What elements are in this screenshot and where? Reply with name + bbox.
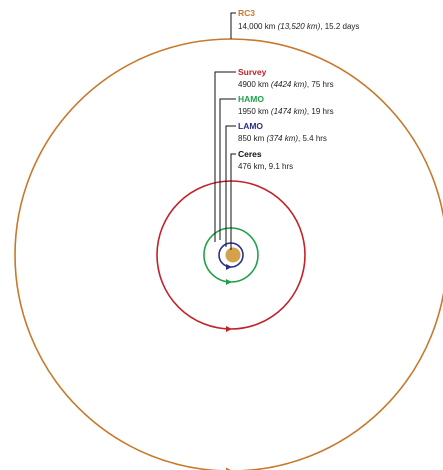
rc3-detail-label: 14,000 km (13,520 km), 15.2 days <box>238 22 359 31</box>
rc3-name-label: RC3 <box>238 8 255 18</box>
ceres-leader-line <box>230 153 236 250</box>
rc3-direction-arrow <box>226 467 231 470</box>
lamo-direction-arrow <box>226 264 232 270</box>
rc3-leader-line <box>230 12 236 39</box>
hamo-direction-arrow <box>226 279 232 285</box>
survey-direction-arrow <box>226 326 232 332</box>
ceres-detail-label: 476 km, 9.1 hrs <box>238 162 293 171</box>
survey-leader-line <box>214 71 236 242</box>
ceres-body <box>225 247 241 263</box>
lamo-detail-label: 850 km (374 km), 5.4 hrs <box>238 134 327 143</box>
lamo-leader-line <box>225 125 236 247</box>
hamo-leader-line <box>219 98 236 240</box>
survey-detail-label: 4900 km (4424 km), 75 hrs <box>238 80 334 89</box>
leader-lines <box>214 12 236 250</box>
ceres-name-label: Ceres <box>238 149 262 159</box>
hamo-name-label: HAMO <box>238 94 264 104</box>
survey-name-label: Survey <box>238 67 267 77</box>
hamo-detail-label: 1950 km (1474 km), 19 hrs <box>238 107 334 116</box>
lamo-name-label: LAMO <box>238 121 263 131</box>
